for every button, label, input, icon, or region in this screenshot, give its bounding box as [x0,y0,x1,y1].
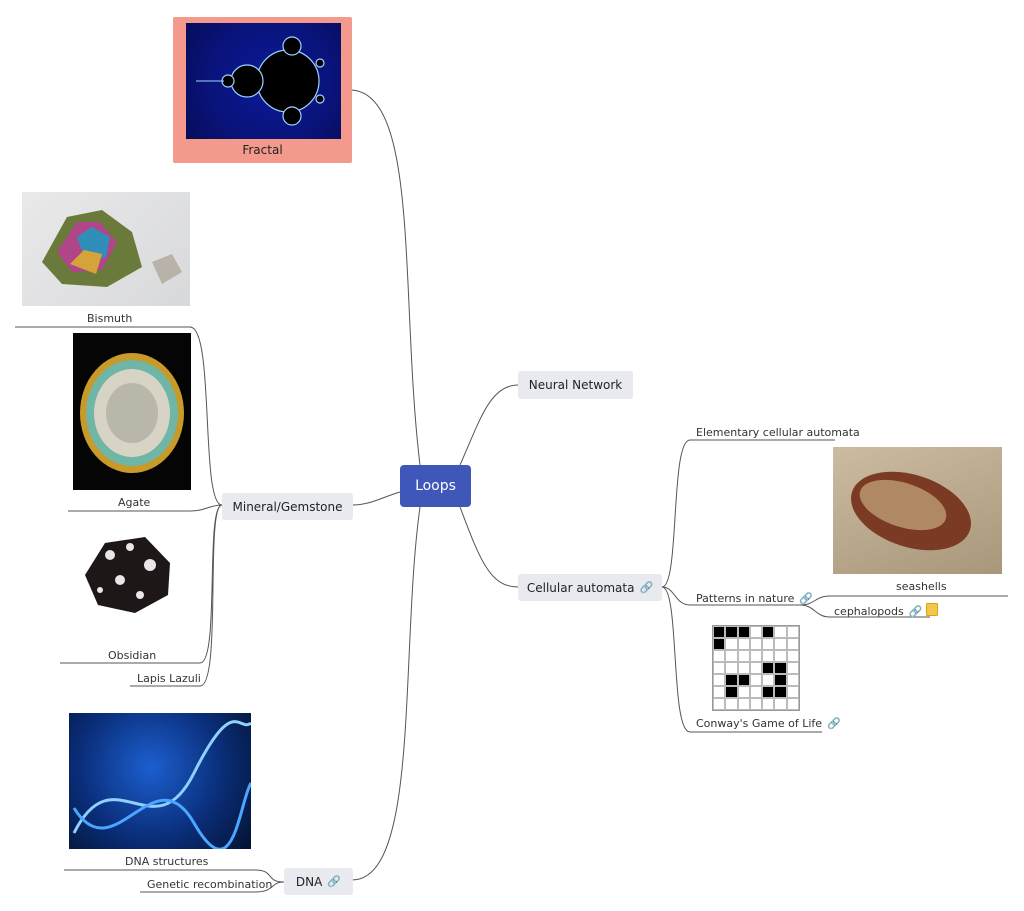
dead-cell [774,650,787,662]
fractal-node[interactable]: Fractal [173,17,352,163]
dead-cell [737,650,750,662]
dead-cell [749,638,763,650]
game-of-life-grid [712,625,800,711]
dead-cell [786,638,799,650]
link-icon[interactable]: 🔗 [327,875,342,888]
cellular-automata-label: Cellular automata [526,580,635,595]
dead-cell [749,662,763,674]
dead-cell [786,674,799,686]
live-cell [774,662,787,674]
link-icon[interactable]: 🔗 [827,717,841,730]
obsidian-label[interactable]: Obsidian [108,649,157,662]
agate-image [73,333,191,490]
fractal-label: Fractal [242,143,283,157]
elementary-cellular-automata-label[interactable]: Elementary cellular automata [696,426,860,439]
live-cell [737,626,750,638]
dead-cell [762,674,775,686]
live-cell [762,686,775,698]
live-cell [725,674,738,686]
dead-cell [725,650,738,662]
note-icon[interactable] [926,603,939,616]
seashells-label[interactable]: seashells [896,580,947,593]
dead-cell [725,662,738,674]
patterns-in-nature-label: Patterns in nature [696,592,795,605]
dead-cell [725,698,738,710]
dead-cell [713,662,726,674]
agate-label[interactable]: Agate [118,496,151,509]
dna-structures-label[interactable]: DNA structures [125,855,209,868]
neural-network-label: Neural Network [528,378,623,392]
live-cell [774,686,787,698]
bismuth-label[interactable]: Bismuth [87,312,133,325]
dna-node[interactable]: DNA 🔗 [284,868,353,895]
dead-cell [774,638,787,650]
dead-cell [749,686,763,698]
lapis-lazuli-label[interactable]: Lapis Lazuli [137,672,201,685]
obsidian-image [80,535,175,615]
dead-cell [749,626,763,638]
dead-cell [749,698,763,710]
patterns-in-nature-node[interactable]: Patterns in nature 🔗 [696,592,813,605]
dead-cell [762,650,775,662]
link-icon[interactable]: 🔗 [799,592,814,605]
dead-cell [749,650,763,662]
link-icon[interactable]: 🔗 [908,605,923,618]
mineral-gemstone-node[interactable]: Mineral/Gemstone [222,493,353,520]
dead-cell [713,686,726,698]
dead-cell [774,698,787,710]
dead-cell [737,638,750,650]
dead-cell [737,662,750,674]
conways-game-of-life-label: Conway's Game of Life [696,717,823,730]
dead-cell [774,626,787,638]
live-cell [725,686,738,698]
bismuth-image [22,192,190,306]
dna-label: DNA [295,874,323,889]
live-cell [737,674,750,686]
mineral-gemstone-label: Mineral/Gemstone [232,499,343,514]
cellular-automata-node[interactable]: Cellular automata 🔗 [518,574,662,601]
live-cell [762,662,775,674]
dead-cell [762,638,775,650]
live-cell [713,626,726,638]
cephalopods-node[interactable]: cephalopods 🔗 [834,603,939,618]
conways-game-of-life-node[interactable]: Conway's Game of Life 🔗 [696,717,841,730]
dead-cell [786,698,799,710]
live-cell [713,638,726,650]
fractal-image [186,23,341,139]
central-topic[interactable]: Loops [400,465,471,507]
live-cell [762,626,775,638]
dna-structures-image [69,713,251,849]
dead-cell [737,686,750,698]
dead-cell [786,650,799,662]
dead-cell [713,674,726,686]
cephalopods-label: cephalopods [834,605,904,618]
dead-cell [737,698,750,710]
dead-cell [786,686,799,698]
dead-cell [762,698,775,710]
dead-cell [725,638,738,650]
dead-cell [713,650,726,662]
dead-cell [749,674,763,686]
link-icon[interactable]: 🔗 [639,581,654,594]
genetic-recombination-label[interactable]: Genetic recombination [147,878,273,891]
live-cell [725,626,738,638]
seashells-image [833,447,1002,574]
dead-cell [786,662,799,674]
dead-cell [786,626,799,638]
live-cell [774,674,787,686]
dead-cell [713,698,726,710]
neural-network-node[interactable]: Neural Network [518,371,633,399]
